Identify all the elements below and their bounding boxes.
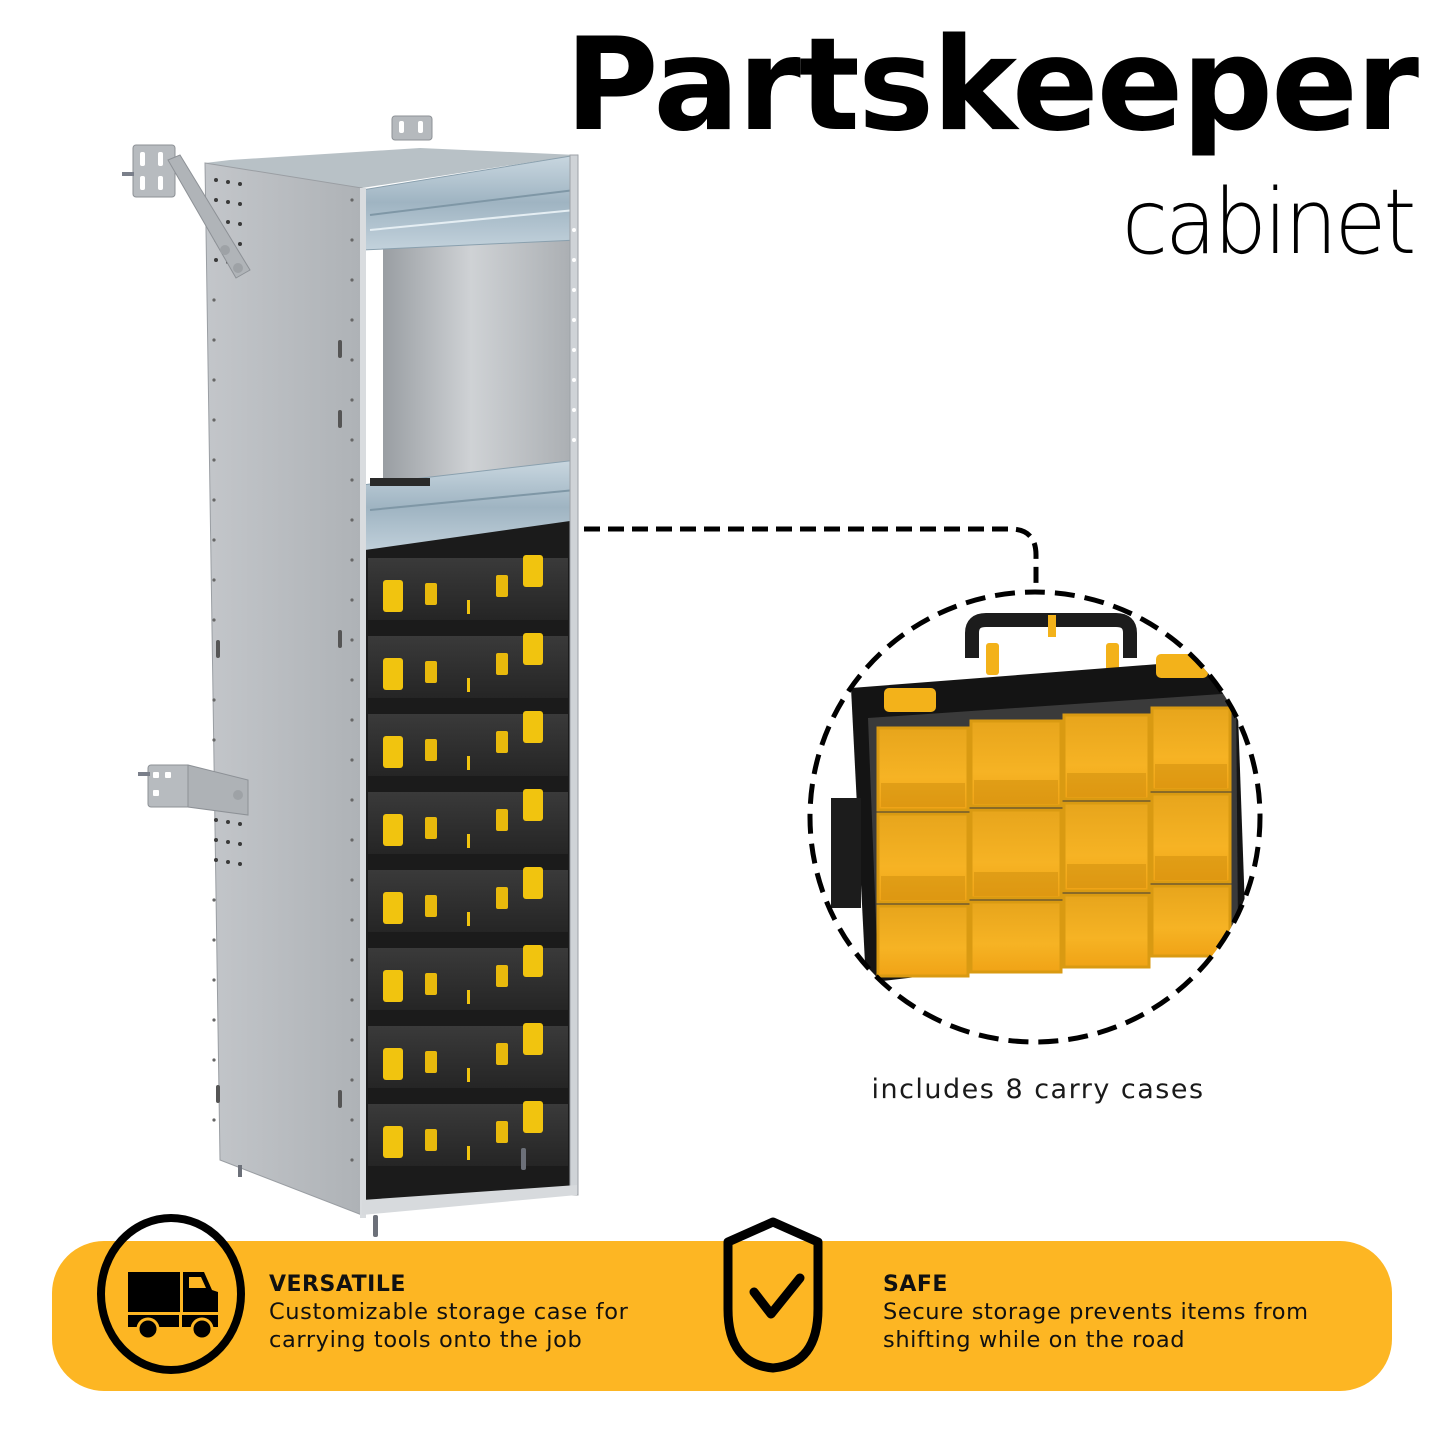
feature-safe-desc-line2: shifting while on the road <box>883 1327 1186 1353</box>
carry-case-closeup <box>807 589 1263 1045</box>
feature-versatile-desc-line1: Customizable storage case for <box>269 1299 629 1325</box>
drawer-3 <box>368 711 568 776</box>
drawer-8 <box>368 1101 568 1166</box>
shield-check-icon <box>723 1217 823 1373</box>
drawer-7 <box>368 1023 568 1088</box>
wall-bracket-top-left <box>122 144 251 279</box>
wall-bracket-top-right <box>391 115 433 141</box>
feature-versatile-desc-line2: carrying tools onto the job <box>269 1327 583 1353</box>
page-title: Partskeeper <box>564 11 1419 160</box>
drawer-4 <box>368 789 568 854</box>
drawer-2 <box>368 633 568 698</box>
page-subtitle: cabinet <box>1121 170 1415 275</box>
drawer-1 <box>368 555 568 620</box>
feature-safe-title: SAFE <box>883 1272 948 1297</box>
feature-versatile-icon <box>96 1214 246 1374</box>
feature-safe-desc-line1: Secure storage prevents items from <box>883 1299 1309 1325</box>
features-banner <box>52 1241 1392 1391</box>
feature-versatile-title: VERSATILE <box>269 1272 406 1297</box>
feature-safe: SAFE Secure storage prevents items from … <box>883 1272 1309 1354</box>
cabinet-image <box>122 115 579 1237</box>
feature-safe-icon <box>718 1214 828 1374</box>
wall-bracket-mid-left <box>138 764 249 816</box>
truck-icon <box>97 1214 245 1374</box>
feature-versatile: VERSATILE Customizable storage case for … <box>269 1272 628 1354</box>
carry-cases-caption: includes 8 carry cases <box>871 1074 1205 1105</box>
drawer-5 <box>368 867 568 932</box>
drawer-6 <box>368 945 568 1010</box>
drawers <box>368 555 568 1166</box>
